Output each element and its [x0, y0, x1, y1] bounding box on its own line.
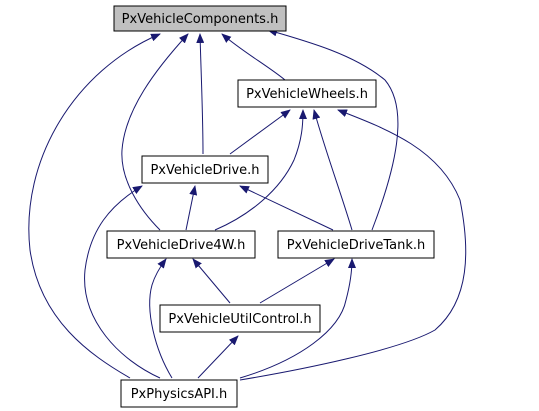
edge-utilcontrol-to-drive4w — [192, 258, 231, 304]
edges-layer — [28, 28, 467, 381]
edge-drive4w-to-wheels — [214, 109, 307, 231]
node-pxvehicledrivetank[interactable]: PxVehicleDriveTank.h — [277, 230, 435, 259]
node-box-utilcontrol — [159, 304, 321, 333]
edge-drive4w-to-drive — [185, 185, 198, 231]
edge-wheels-to-components — [221, 33, 286, 81]
edge-physicsapi-to-drivetank — [239, 258, 356, 379]
edge-physicsapi-to-components — [28, 33, 161, 379]
node-label-drive: PxVehicleDrive.h — [150, 163, 259, 178]
edge-drivetank-to-drive — [239, 185, 334, 231]
node-pxvehicleutilcontrol[interactable]: PxVehicleUtilControl.h — [159, 304, 321, 333]
edge-utilcontrol-to-drivetank — [259, 258, 335, 304]
edge-physicsapi-to-wheels — [239, 109, 467, 381]
edge-physicsapi-to-drive4w — [149, 258, 173, 379]
edge-drive4w-to-components — [121, 33, 189, 231]
node-pxvehiclecomponents[interactable]: PxVehicleComponents.h — [113, 5, 287, 32]
nodes-layer: PxVehicleComponents.h PxVehicleWheels.h … — [106, 5, 435, 408]
node-box-drive — [141, 155, 269, 184]
node-pxvehicledrive[interactable]: PxVehicleDrive.h — [141, 155, 269, 184]
node-label-physicsapi: PxPhysicsAPI.h — [131, 387, 228, 402]
node-label-components: PxVehicleComponents.h — [122, 12, 279, 27]
node-pxvehicledrive4w[interactable]: PxVehicleDrive4W.h — [106, 230, 256, 259]
node-label-drivetank: PxVehicleDriveTank.h — [287, 238, 426, 253]
node-label-drive4w: PxVehicleDrive4W.h — [117, 238, 246, 253]
node-box-drive4w — [106, 230, 256, 259]
node-box-wheels — [237, 79, 377, 108]
edge-physicsapi-to-drive — [84, 185, 161, 379]
node-label-wheels: PxVehicleWheels.h — [246, 87, 368, 102]
edge-drivetank-to-components — [267, 28, 399, 231]
node-pxphysicsapi[interactable]: PxPhysicsAPI.h — [120, 379, 238, 408]
edge-drive-to-wheels — [229, 109, 291, 155]
node-box-drivetank — [277, 230, 435, 259]
node-box-components — [113, 5, 287, 32]
edge-physicsapi-to-utilcontrol — [197, 335, 239, 379]
node-box-physicsapi — [120, 379, 238, 408]
node-pxvehiclewheels[interactable]: PxVehicleWheels.h — [237, 79, 377, 108]
node-label-utilcontrol: PxVehicleUtilControl.h — [168, 312, 311, 327]
edge-drivetank-to-wheels — [312, 109, 353, 231]
edge-drive-to-components — [196, 33, 205, 155]
